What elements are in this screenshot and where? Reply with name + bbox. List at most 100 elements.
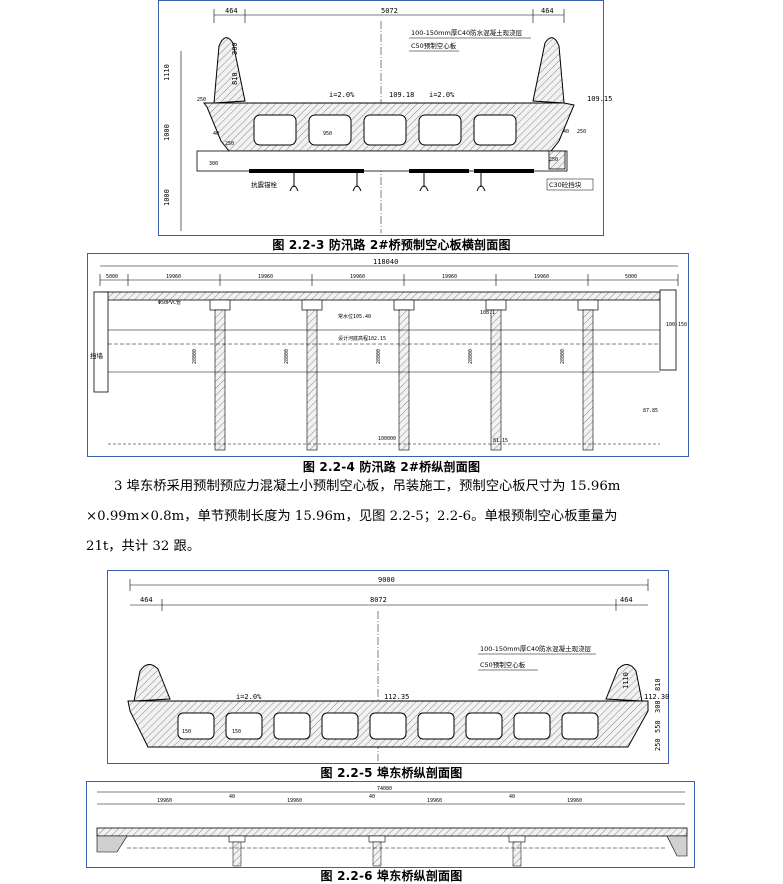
void5-8 bbox=[513, 712, 551, 740]
top-dim-74080: 74080 bbox=[377, 786, 392, 792]
joint6-1: 40 bbox=[229, 794, 235, 800]
label-anchor: 抗震锚栓 bbox=[251, 180, 278, 189]
piers-6 bbox=[228, 835, 526, 867]
sdim-150b: 150 bbox=[182, 729, 191, 735]
voids-5 bbox=[177, 712, 599, 740]
note-waterproof: 100-150mm厚C40防水混凝土现浇层 bbox=[411, 28, 523, 37]
pile-1 bbox=[214, 309, 226, 451]
elev-112-35: 112.35 bbox=[384, 693, 409, 701]
bottom-dim: 100000 bbox=[378, 436, 396, 442]
pile-dim-5: 28000 bbox=[560, 349, 566, 364]
dim-464-right: 464 bbox=[620, 596, 633, 604]
label-100-150: 100-150 bbox=[666, 322, 687, 328]
span6-2: 19960 bbox=[287, 798, 302, 804]
pile-4 bbox=[490, 309, 502, 451]
vdim-810-5: 810 bbox=[654, 678, 662, 691]
cross-section-drawing: 464 5072 464 100-150mm厚C40防水混凝土现浇层 C50预制… bbox=[163, 7, 612, 233]
pier-cap-3 bbox=[393, 299, 415, 311]
vdim-300-5: 300 bbox=[654, 700, 662, 713]
label-c30: C30砼挡块 bbox=[549, 180, 582, 189]
sdim-300: 300 bbox=[209, 161, 218, 167]
span6-4: 19960 bbox=[567, 798, 582, 804]
caption-fig-2-2-5: 图 2.2-5 埠东桥纵剖面图 bbox=[320, 766, 463, 780]
dim-right: 464 bbox=[541, 7, 554, 15]
span-dim-4: 19960 bbox=[350, 274, 365, 280]
void-2 bbox=[308, 114, 352, 146]
pier6-cap-3 bbox=[508, 835, 526, 843]
pier-cap-1 bbox=[209, 299, 231, 311]
right-abutment bbox=[659, 289, 677, 371]
sdim-950: 950 bbox=[323, 131, 332, 137]
sdim-250c: 250 bbox=[577, 129, 586, 135]
pier6-3 bbox=[512, 841, 522, 867]
pier6-cap-2 bbox=[368, 835, 386, 843]
figure-2-2-5-section: 9000 464 8072 464 100-150mm厚C40防水混凝土现浇层 … bbox=[107, 570, 669, 764]
paragraph-line-3: 21t，共计 32 跟。 bbox=[86, 539, 201, 554]
span-dim-7: 5000 bbox=[625, 274, 637, 280]
void5-9 bbox=[561, 712, 599, 740]
void5-4 bbox=[321, 712, 359, 740]
caption-fig-2-2-6: 图 2.2-6 埠东桥纵剖面图 bbox=[320, 869, 463, 883]
caption-fig-2-2-3: 图 2.2-3 防汛路 2#桥预制空心板横剖面图 bbox=[272, 238, 511, 252]
elev-right: 109.15 bbox=[587, 95, 612, 103]
pile-2 bbox=[306, 309, 318, 451]
anchor-bolts bbox=[289, 173, 486, 192]
slope-left: i=2.0% bbox=[329, 91, 355, 99]
span-dim-1: 5000 bbox=[106, 274, 118, 280]
dim-8072: 8072 bbox=[370, 596, 387, 604]
pier-cap bbox=[196, 150, 568, 172]
pier-cap-2 bbox=[301, 299, 323, 311]
vdim-810: 810 bbox=[231, 72, 239, 85]
label-pvc: Φ50PVC管 bbox=[158, 299, 181, 306]
void-3 bbox=[363, 114, 407, 146]
sdim-250d: 250 bbox=[549, 157, 558, 163]
caption-fig-2-2-4: 图 2.2-4 防汛路 2#桥纵剖面图 bbox=[302, 460, 481, 474]
longitudinal-drawing-6: 74080 19960 19960 19960 19960 40 40 40 bbox=[96, 786, 688, 867]
elev-81-15: 81.15 bbox=[493, 438, 508, 444]
pile-5 bbox=[582, 309, 594, 451]
sdim-40b: 40 bbox=[563, 129, 569, 135]
left-abutment bbox=[93, 291, 109, 393]
pier-cap-5 bbox=[577, 299, 599, 311]
elev-112-30: 112.30 bbox=[644, 693, 669, 701]
void-4 bbox=[418, 114, 462, 146]
void5-3 bbox=[273, 712, 311, 740]
span-ticks: 5000 19960 19960 19960 19960 19960 5000 bbox=[99, 274, 679, 286]
sdim-40a: 40 bbox=[213, 131, 219, 137]
joint6-3: 40 bbox=[509, 794, 515, 800]
span-dim-5: 19960 bbox=[442, 274, 457, 280]
paragraph-line-1: 3 埠东桥采用预制预应力混凝土小预制空心板，吊装施工，预制空心板尺寸为 15.9… bbox=[114, 479, 621, 494]
span-dim-6: 19960 bbox=[534, 274, 549, 280]
vdim-1110-5: 1110 bbox=[622, 672, 630, 689]
figure-2-2-3-cross-section: 464 5072 464 100-150mm厚C40防水混凝土现浇层 C50预制… bbox=[158, 0, 612, 236]
bearings bbox=[249, 169, 534, 173]
sdim-150a: 150 bbox=[232, 729, 241, 735]
label-retaining-wall: 挡墙 bbox=[90, 351, 104, 360]
span-dim-3: 19960 bbox=[258, 274, 273, 280]
sdim-250a: 250 bbox=[197, 97, 206, 103]
span6-3: 19960 bbox=[427, 798, 442, 804]
right-barrier-5 bbox=[605, 664, 643, 702]
section-drawing-5: 9000 464 8072 464 100-150mm厚C40防水混凝土现浇层 … bbox=[127, 576, 669, 761]
figure-2-2-6-longitudinal: 74080 19960 19960 19960 19960 40 40 40 bbox=[86, 781, 695, 868]
label-riverbed: 设计河底高程102.15 bbox=[338, 335, 386, 342]
vdim-300: 300 bbox=[231, 42, 239, 55]
void5-6 bbox=[417, 712, 455, 740]
body-paragraph: 3 埠东桥采用预制预应力混凝土小预制空心板，吊装施工，预制空心板尺寸为 15.9… bbox=[86, 472, 696, 562]
pile-3 bbox=[398, 309, 410, 451]
vdim-1000a: 1000 bbox=[163, 124, 171, 141]
pile-dim-1: 28000 bbox=[192, 349, 198, 364]
pier6-cap-1 bbox=[228, 835, 246, 843]
note-c50: C50预制空心板 bbox=[411, 41, 457, 50]
vdim-1000b: 1000 bbox=[163, 189, 171, 206]
slope-5: i=2.0% bbox=[236, 693, 262, 701]
slope-right: i=2.0% bbox=[429, 91, 455, 99]
left-barrier-5 bbox=[133, 664, 171, 702]
span6-1: 19960 bbox=[157, 798, 172, 804]
vdim-1110: 1110 bbox=[163, 64, 171, 81]
top-dim-118040: 118040 bbox=[373, 258, 398, 266]
dim-middle: 5072 bbox=[381, 7, 398, 15]
span-dim-2: 19960 bbox=[166, 274, 181, 280]
